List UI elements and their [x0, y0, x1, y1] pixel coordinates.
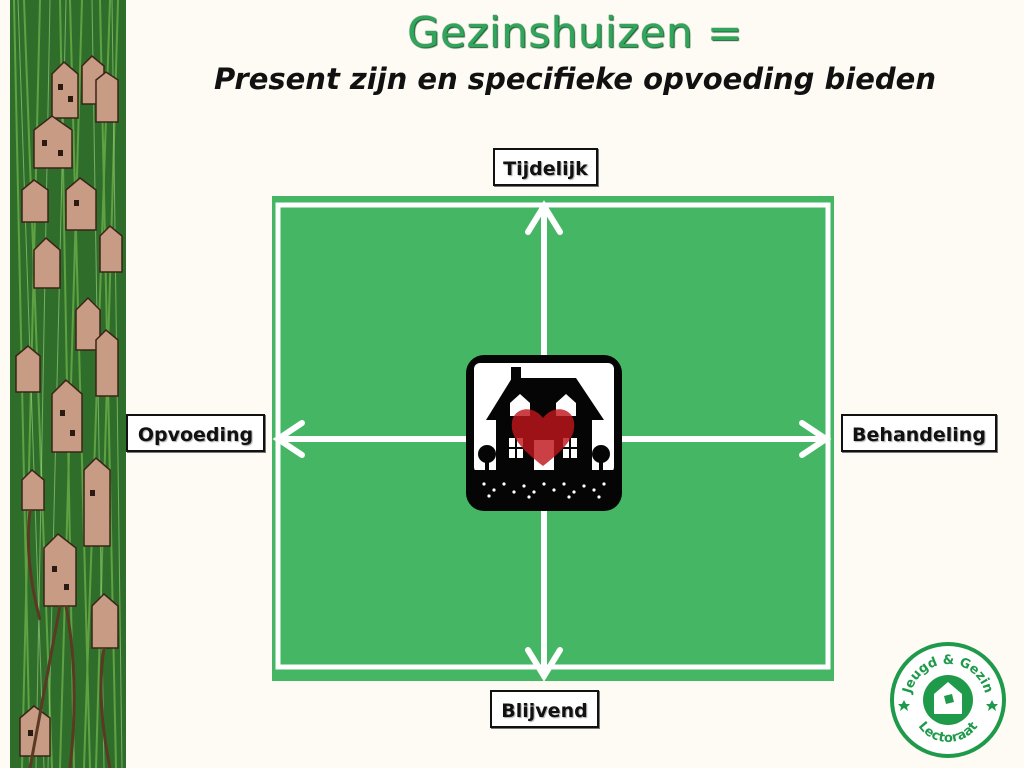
arrow-down-icon [525, 647, 563, 682]
arrow-left-icon [272, 420, 305, 458]
slide-subtitle: Present zijn en specifieke opvoeding bie… [214, 62, 936, 96]
jeugd-gezin-lectoraat-logo: Jeugd & Gezin Lectoraat [890, 642, 1006, 758]
family-house-heart-icon [466, 355, 622, 511]
arrow-right-icon [799, 420, 832, 458]
axis-label-left: Opvoeding [126, 414, 265, 452]
sidebar-houses-illustration [0, 0, 126, 768]
axis-label-bottom: Blijvend [490, 690, 599, 728]
slide-title: Gezinshuizen = [407, 8, 743, 57]
axis-label-right: Behandeling [841, 414, 997, 452]
arrow-up-icon [525, 200, 563, 235]
axis-label-top: Tijdelijk [493, 148, 598, 186]
